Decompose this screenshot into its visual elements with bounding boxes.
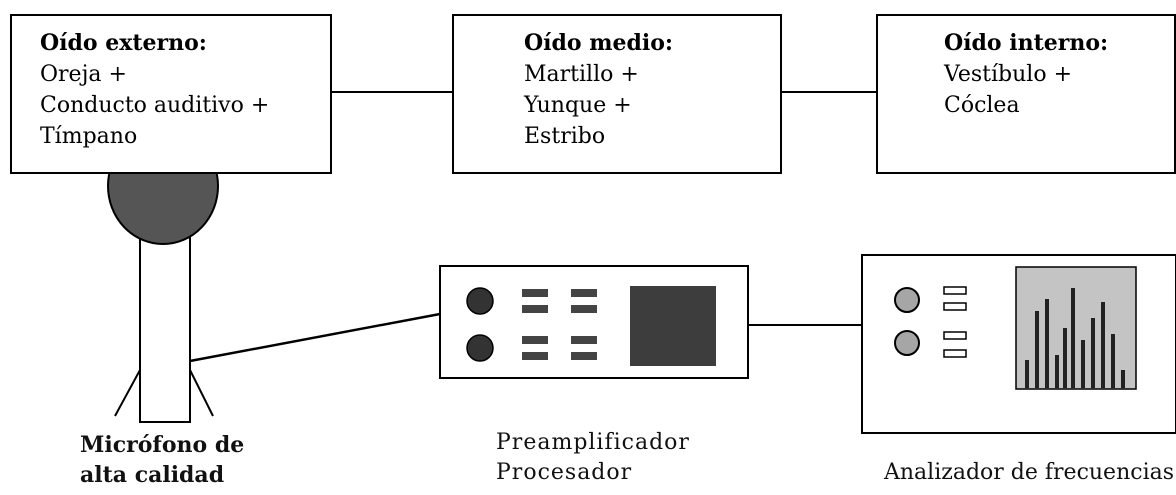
spectrum-bar (1111, 334, 1115, 388)
preamplifier-label-line1: Preamplificador (496, 430, 690, 455)
preamp-switch (571, 305, 597, 313)
spectrum-bar (1071, 288, 1075, 388)
spectrum-bar (1091, 318, 1095, 388)
spectrum-bar (1121, 370, 1125, 388)
analyzer-switch (943, 302, 967, 311)
microphone-icon (107, 127, 219, 423)
microphone-leg-right (189, 369, 214, 417)
middle-ear-box: Oído medio: Martillo + Yunque + Estribo (452, 14, 782, 174)
frequency-analyzer-icon (861, 254, 1176, 434)
preamp-knob-top (466, 287, 494, 315)
preamplifier-label: Preamplificador Procesador (496, 428, 690, 488)
inner-ear-part: Cóclea (944, 93, 1020, 118)
analyzer-knob-top (894, 287, 920, 313)
preamp-switch (571, 336, 597, 344)
inner-ear-title: Oído interno: (944, 30, 1109, 56)
spectrum-bar (1035, 311, 1039, 388)
analyzer-spectrum-bars (1025, 288, 1125, 388)
outer-ear-part: Tímpano (40, 124, 138, 149)
microphone-label: Micrófono de alta calidad (80, 430, 244, 490)
analyzer-spectrum-display (1015, 266, 1137, 390)
analyzer-knob-bottom (894, 330, 920, 356)
preamp-switch (522, 289, 548, 297)
spectrum-bar (1025, 360, 1029, 388)
outer-ear-box: Oído externo: Oreja + Conducto auditivo … (10, 14, 332, 174)
preamplifier-icon (439, 265, 749, 379)
preamp-display (630, 286, 716, 366)
middle-ear-part: Martillo + (524, 62, 639, 87)
preamp-switch (522, 305, 548, 313)
outer-ear-part: Oreja + (40, 62, 127, 87)
preamp-switch (571, 352, 597, 360)
spectrum-bar (1081, 340, 1085, 388)
middle-ear-part: Estribo (524, 124, 606, 149)
microphone-label-line1: Micrófono de (80, 432, 245, 458)
outer-ear-title: Oído externo: (40, 30, 207, 56)
preamp-knob-bottom (466, 334, 494, 362)
spectrum-bar (1101, 302, 1105, 388)
microphone-leg-left (114, 369, 141, 417)
analyzer-label-text: Analizador de frecuencias (884, 460, 1175, 485)
preamp-switch (522, 352, 548, 360)
preamp-switch (571, 289, 597, 297)
inner-ear-box: Oído interno: Vestíbulo + Cóclea (876, 14, 1176, 174)
outer-ear-part: Conducto auditivo + (40, 93, 270, 118)
spectrum-bar (1045, 299, 1049, 388)
connector-mic-preamp (189, 312, 441, 363)
microphone-label-line2: alta calidad (80, 462, 225, 488)
spectrum-bar (1063, 328, 1067, 388)
preamplifier-label-line2: Procesador (496, 460, 633, 485)
middle-ear-title: Oído medio: (524, 30, 674, 56)
analyzer-label: Analizador de frecuencias (884, 458, 1174, 488)
analyzer-switch (943, 286, 967, 295)
inner-ear-part: Vestíbulo + (944, 62, 1073, 87)
analyzer-switch (943, 349, 967, 358)
spectrum-bar (1055, 355, 1059, 388)
middle-ear-part: Yunque + (524, 93, 632, 118)
preamp-switch (522, 336, 548, 344)
analyzer-switch (943, 331, 967, 340)
